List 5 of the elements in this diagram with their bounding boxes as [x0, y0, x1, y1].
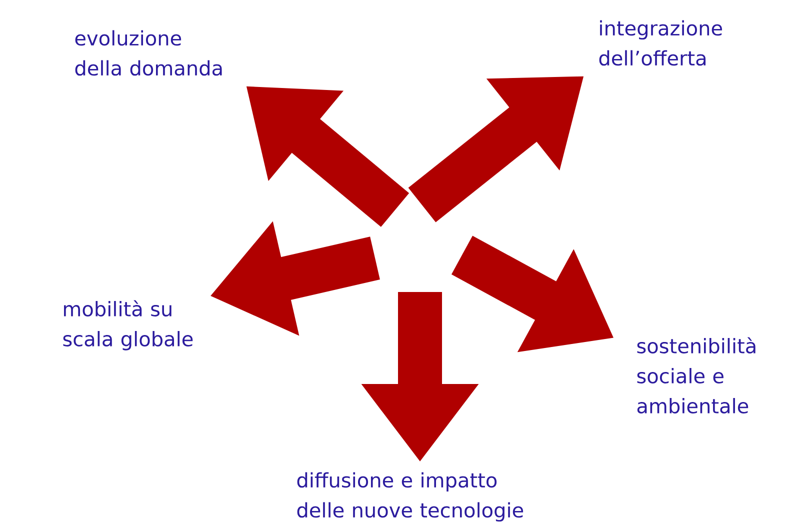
node-label: evoluzione della domanda — [75, 30, 222, 76]
node-label: diffusione e impatto delle nuove tecnologie — [297, 472, 524, 522]
node-label: sostenibilità sociale e ambientale — [637, 337, 756, 414]
node-label: integrazione dell’offerta — [599, 20, 722, 66]
node-label: mobilità su scala globale — [63, 300, 193, 350]
